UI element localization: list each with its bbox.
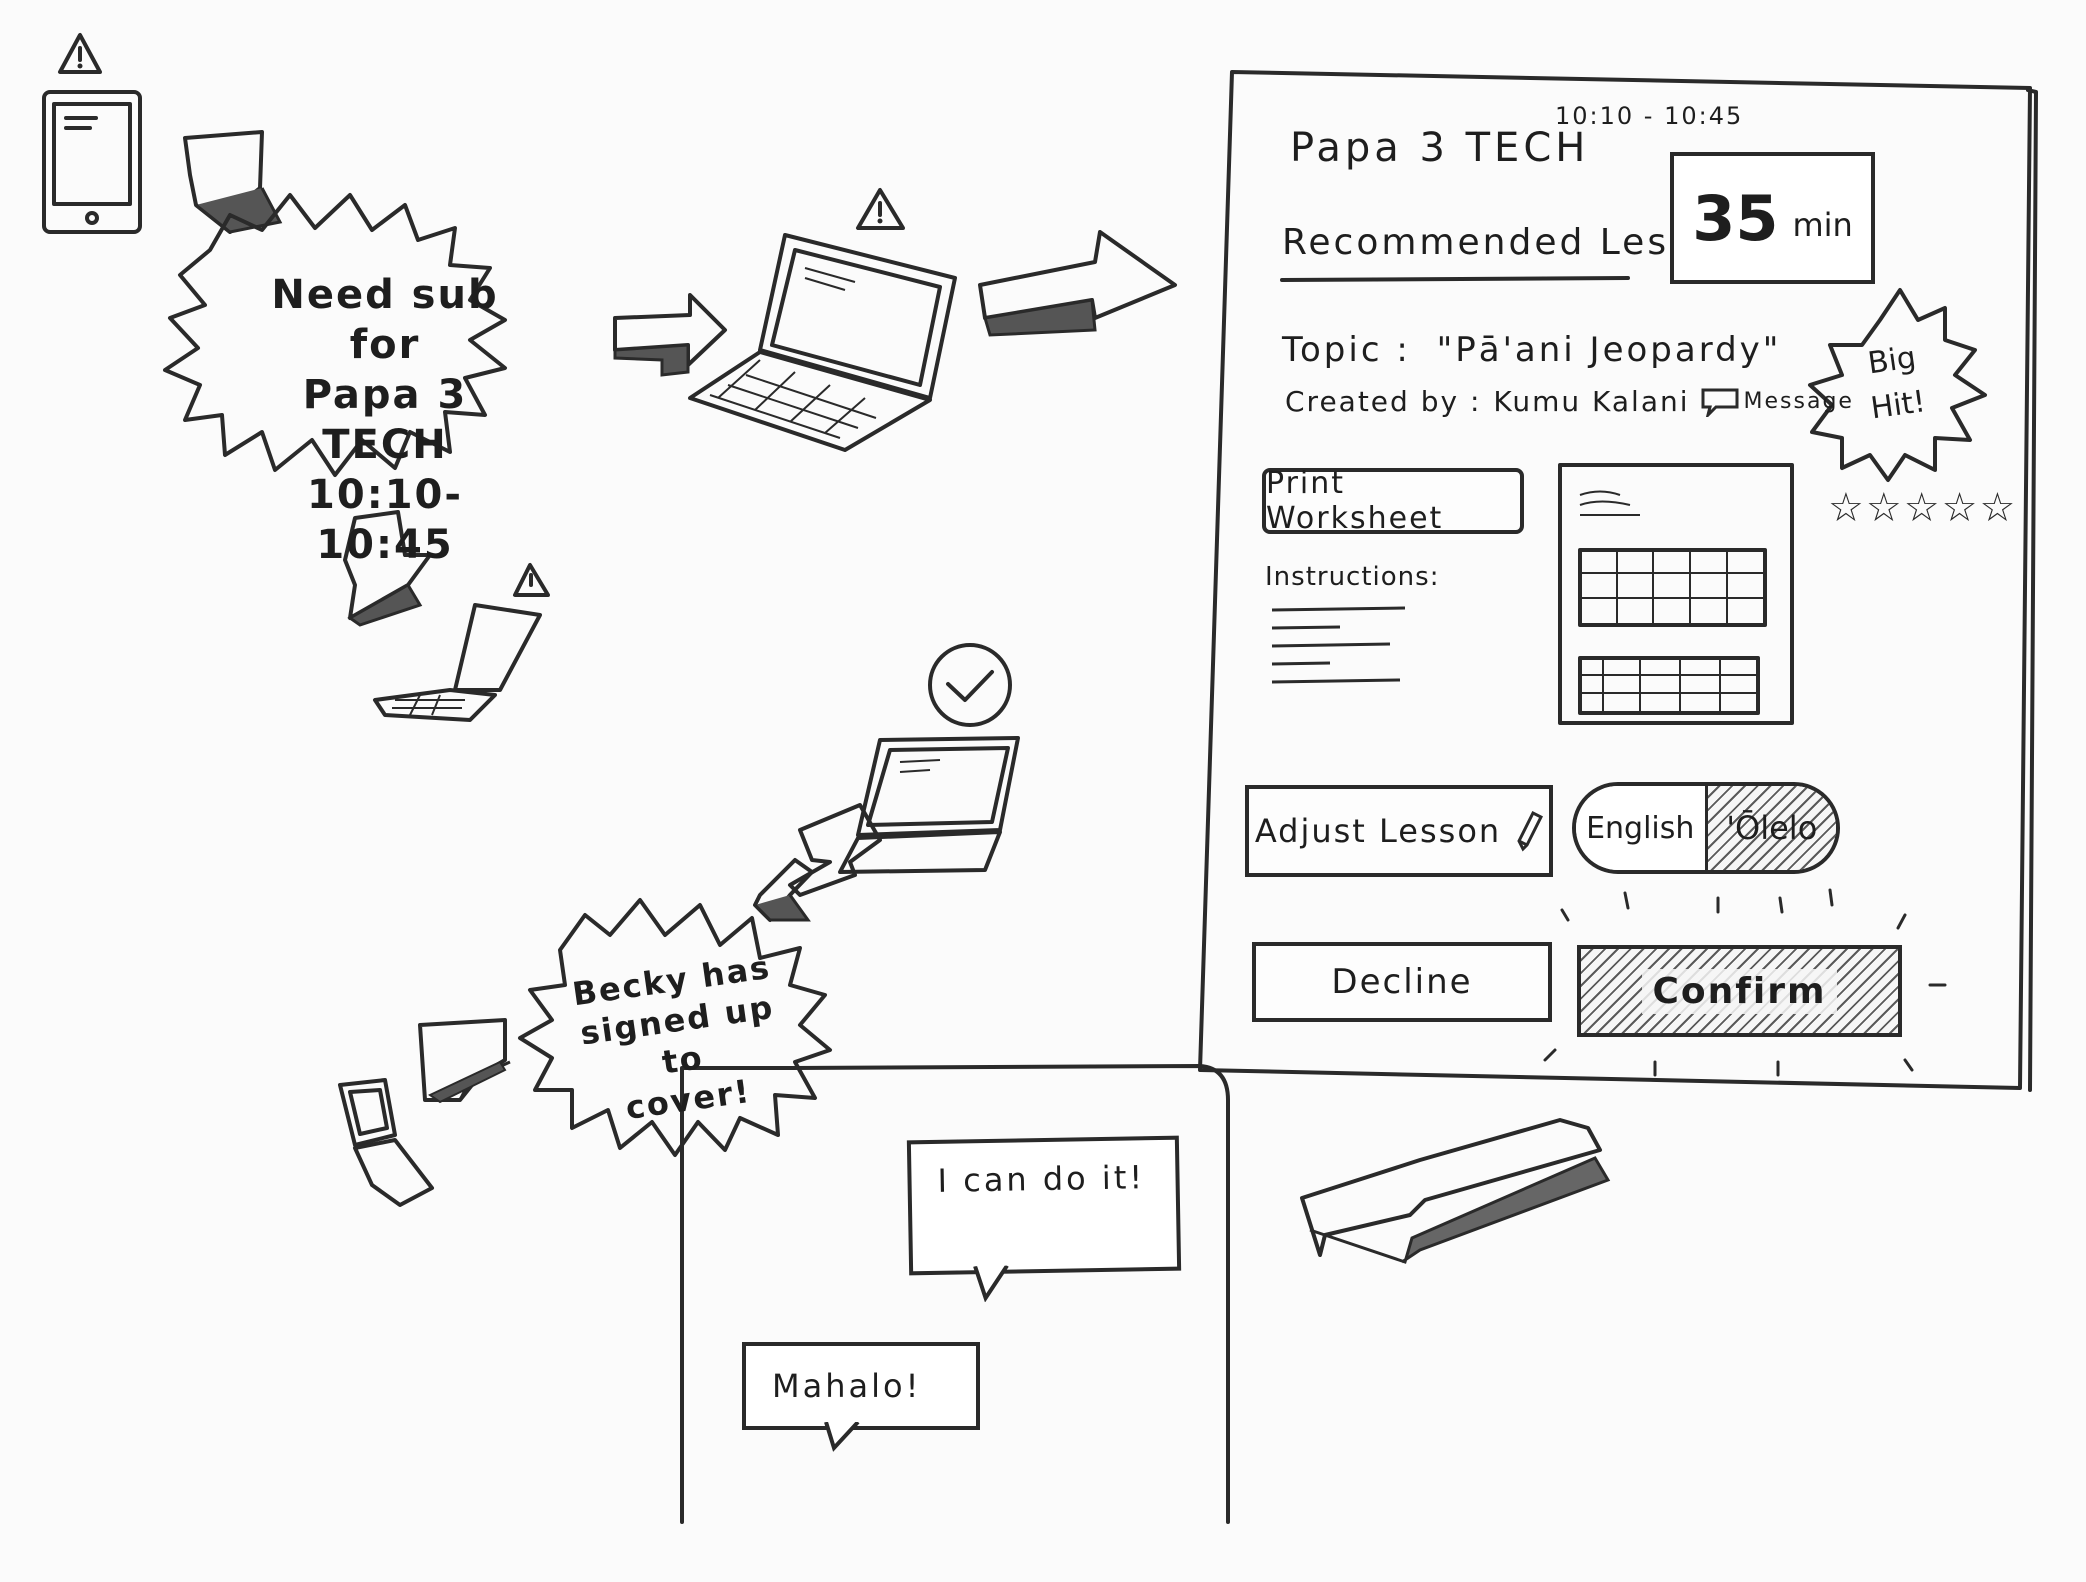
print-worksheet-label: Print Worksheet [1266, 466, 1520, 536]
arrow-icon [615, 295, 725, 375]
worksheet-preview [1560, 465, 1792, 723]
phone-icon [375, 605, 540, 720]
arrow-icon [420, 1020, 510, 1102]
decline-button[interactable]: Decline [1252, 942, 1552, 1022]
instructions-lines [1272, 608, 1405, 682]
chat-window [682, 1066, 1228, 1522]
alert-icon [60, 35, 100, 72]
confirm-button[interactable]: Confirm [1577, 945, 1902, 1037]
alert-icon [858, 190, 903, 228]
chat-message: Mahalo! [742, 1342, 980, 1430]
laptop-icon [690, 235, 955, 450]
star-rating[interactable]: ☆ ☆ ☆ ☆ ☆ [1828, 485, 2015, 531]
need-sub-alert-text: Need sub for Papa 3 TECH 10:10-10:45 [250, 270, 520, 570]
language-toggle[interactable]: English 'Ōlelo [1572, 782, 1840, 874]
arrow-icon [1302, 1120, 1608, 1262]
decline-label: Decline [1331, 962, 1472, 1002]
star-icon[interactable]: ☆ [1979, 485, 2015, 531]
confirm-label: Confirm [1642, 969, 1836, 1014]
check-icon [930, 645, 1010, 725]
chat-message-text: Mahalo! [772, 1367, 921, 1405]
class-name: Papa 3 TECH [1290, 125, 1589, 171]
language-option-english[interactable]: English [1576, 786, 1708, 870]
signed-up-alert-text: Becky has signed up to cover! [555, 945, 805, 1135]
instructions-label: Instructions: [1265, 562, 1439, 592]
bubble-tail [973, 1266, 1014, 1303]
creator-name: Kumu Kalani [1493, 385, 1689, 418]
arrow-icon [980, 232, 1175, 335]
duration-box: 35 min [1670, 152, 1875, 284]
need-sub-line-2: Papa 3 TECH [250, 370, 520, 470]
bubble-tail [824, 1422, 864, 1452]
created-by-label: Created by : [1285, 385, 1481, 418]
topic-line: Topic : "Pā'ani Jeopardy" [1282, 330, 1781, 370]
chat-message-text: I can do it! [937, 1158, 1145, 1200]
phone-icon [44, 92, 140, 232]
big-hit-badge-text: Big Hit! [1849, 333, 1941, 433]
phone-icon [340, 1080, 432, 1205]
duration-value: 35 [1692, 182, 1778, 255]
message-icon [1700, 387, 1740, 417]
duration-unit: min [1792, 206, 1852, 244]
pencil-icon [1515, 809, 1543, 853]
need-sub-line-1: Need sub for [250, 270, 520, 370]
created-by-line: Created by : Kumu Kalani Message [1285, 385, 1854, 418]
star-icon[interactable]: ☆ [1904, 485, 1940, 531]
chat-message: I can do it! [907, 1136, 1181, 1276]
adjust-lesson-label: Adjust Lesson [1255, 812, 1501, 850]
message-button[interactable]: Message [1700, 387, 1854, 417]
print-worksheet-button[interactable]: Print Worksheet [1262, 468, 1524, 534]
star-icon[interactable]: ☆ [1866, 485, 1902, 531]
star-icon[interactable]: ☆ [1828, 485, 1864, 531]
language-option-olelo[interactable]: 'Ōlelo [1708, 786, 1837, 870]
message-label: Message [1744, 389, 1854, 414]
star-icon[interactable]: ☆ [1942, 485, 1978, 531]
adjust-lesson-button[interactable]: Adjust Lesson [1245, 785, 1553, 877]
topic-value: "Pā'ani Jeopardy" [1437, 330, 1782, 370]
need-sub-line-3: 10:10-10:45 [250, 470, 520, 570]
topic-label: Topic : [1282, 330, 1411, 370]
